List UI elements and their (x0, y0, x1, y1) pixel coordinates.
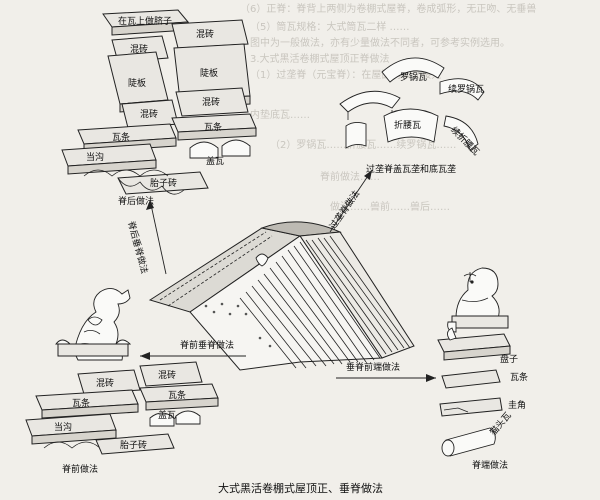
caption-ridge-front: 脊前做法 (62, 463, 98, 475)
maotouwa-piece: 猫头瓦 (441, 410, 514, 457)
zheyao-tile: 折腰瓦 (383, 108, 439, 143)
hunzhuan-block-2: 混砖 (171, 19, 249, 49)
watiao-bl-2: 瓦条 (139, 383, 219, 411)
cap-tile: 在瓦上做脐子 (102, 9, 190, 36)
label-panzi: 盘子 (500, 353, 518, 365)
ridge-beast-right (447, 267, 509, 333)
label-dangou: 当沟 (86, 151, 104, 163)
label-hunzhuan-1: 混砖 (130, 43, 148, 55)
guijiao-piece: 圭角 (439, 397, 526, 417)
xu-zheyao-tile: 续折腰瓦 (443, 115, 482, 158)
gaiwa-tiles: 盖瓦 (189, 139, 251, 167)
label-end-watiao: 瓦条 (510, 371, 528, 383)
label-maotouwa: 猫头瓦 (487, 410, 514, 438)
label-bl-dangou: 当沟 (54, 421, 72, 433)
label-bl-gaiwa: 盖瓦 (158, 409, 176, 421)
taizizhuan-base: 胎子砖 (117, 171, 209, 195)
label-xu-luoguo: 续罗锅瓦 (448, 83, 484, 95)
label-luoguo: 罗锅瓦 (400, 72, 427, 83)
hunzhuan-bl-2: 混砖 (139, 361, 203, 387)
label-arrow-front: 脊前垂脊做法 (180, 339, 234, 351)
ridge-back-exploded: 在瓦上做脐子 混砖 混砖 陡板 陡板 混砖 混砖 (61, 9, 257, 207)
bg-line-1: （6）正脊：脊背上两侧为卷棚式屋脊，卷成弧形，无正吻、无垂兽 (240, 2, 536, 15)
watiao-end-piece: 瓦条 (441, 369, 528, 389)
label-cap-tile: 在瓦上做脐子 (118, 15, 172, 27)
hunzhuan-block-4: 混砖 (175, 87, 249, 117)
wavy-base-tiles (83, 169, 169, 177)
caption-ridge-back: 脊后做法 (118, 195, 154, 207)
label-watiao-2: 瓦条 (204, 121, 222, 133)
arrow-end: 垂脊前端做法 (336, 361, 436, 382)
arrow-front: 脊前垂脊做法 (140, 339, 246, 360)
label-bl-taizizhuan: 胎子砖 (120, 439, 147, 451)
bg-line-6: 内垫底瓦…… (250, 108, 310, 121)
label-gaiwa: 盖瓦 (206, 155, 224, 167)
label-hunzhuan-3: 混砖 (140, 108, 158, 120)
caption-guolong-tiles: 过垄脊盖瓦垄和底瓦垄 (366, 163, 456, 175)
label-guijiao: 圭角 (508, 399, 526, 411)
taizizhuan-bl: 胎子砖 (95, 433, 175, 455)
label-hunzhuan-4: 混砖 (202, 96, 220, 108)
xu-luoguo-tile: 续罗锅瓦 (439, 78, 485, 101)
ridge-dots (204, 302, 272, 348)
label-arrow-back: 脊后垂脊做法 (125, 220, 151, 275)
roof-tile-lines (239, 235, 411, 369)
label-zheyao: 折腰瓦 (394, 119, 421, 131)
arrow-back: 脊后垂脊做法 (125, 199, 167, 275)
label-doudou-1: 陡板 (128, 77, 146, 89)
small-tile-left (345, 121, 367, 149)
label-arrow-end: 垂脊前端做法 (346, 361, 400, 373)
label-bl-watiao-1: 瓦条 (72, 397, 90, 409)
guolong-tiles-set: 罗锅瓦 续罗锅瓦 折腰瓦 续折腰瓦 过垄脊盖瓦垄和底瓦垄 (339, 57, 485, 175)
label-bl-hunzhuan-1: 混砖 (96, 377, 114, 389)
watiao-bar-2: 瓦条 (171, 113, 257, 141)
roof-center (148, 221, 415, 371)
hunzhuan-block-3: 混砖 (121, 99, 179, 129)
luoguo-tile: 罗锅瓦 (381, 57, 445, 83)
label-bl-watiao-2: 瓦条 (168, 389, 186, 401)
label-bl-hunzhuan-2: 混砖 (158, 369, 176, 381)
ridge-front-exploded: 混砖 混砖 瓦条 瓦条 当沟 盖瓦 胎子砖 (25, 361, 219, 475)
ridge-beast-left (55, 288, 132, 361)
watiao-bl-1: 瓦条 (35, 389, 139, 419)
background-text: （6）正脊：脊背上两侧为卷棚式屋脊，卷成弧形，无正吻、无垂兽 （5）筒瓦规格：大… (240, 2, 536, 213)
dangou-block: 当沟 (61, 143, 157, 175)
bg-line-4: 3.大式黑活卷棚式屋顶正脊做法 (250, 52, 390, 65)
label-hunzhuan-2: 混砖 (196, 28, 214, 40)
label-doudou-2: 陡板 (200, 67, 218, 79)
bg-line-3: 图中为一般做法，亦有少量做法不同者，可参考实例选用。 (250, 36, 510, 49)
bg-line-2: （5）筒瓦规格：大式筒瓦二样 …… (250, 20, 410, 33)
bg-line-9: 做法……兽前……兽后…… (330, 200, 450, 213)
ridge-beast-small (255, 253, 269, 267)
hunzhuan-bl-1: 混砖 (77, 369, 141, 395)
label-watiao-1: 瓦条 (112, 131, 130, 143)
ridge-end-pieces: 盘子 瓦条 圭角 猫头瓦 脊端做法 (437, 327, 528, 471)
curved-tile-left (339, 90, 401, 120)
caption-ridge-end: 脊端做法 (472, 459, 508, 471)
diagram-title: 大式黑活卷棚式屋顶正、垂脊做法 (218, 481, 383, 495)
label-taizizhuan: 胎子砖 (150, 177, 177, 189)
gaiwa-bl: 盖瓦 (149, 409, 201, 427)
panzi-piece: 盘子 (437, 333, 518, 365)
